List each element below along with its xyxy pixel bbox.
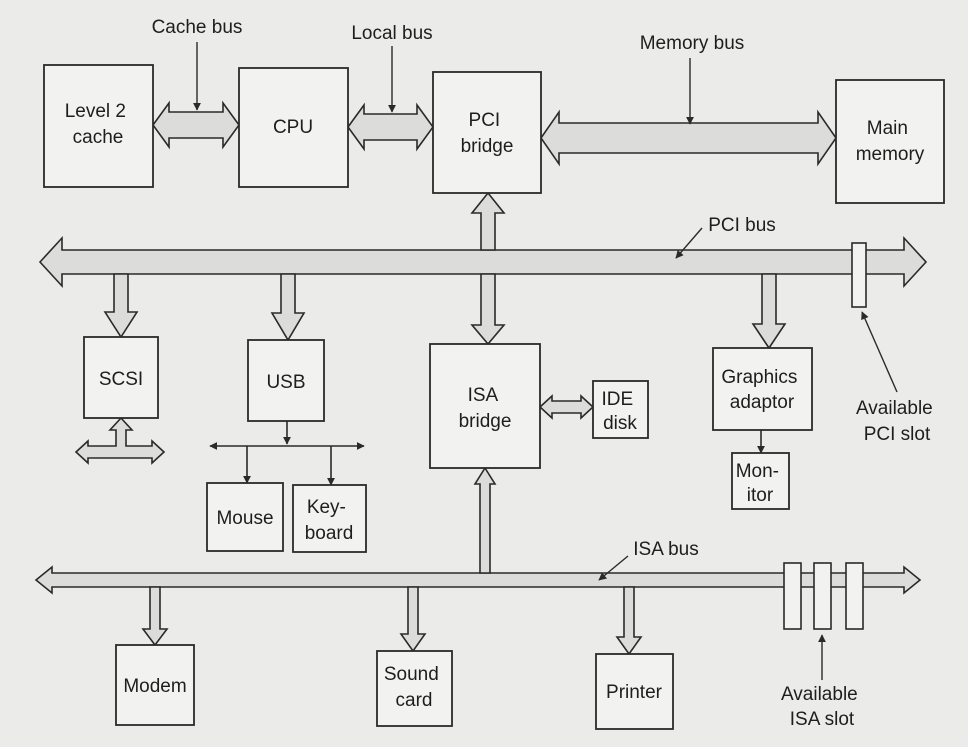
sound-card-label: Sound card bbox=[384, 664, 444, 711]
local-bus-label: Local bus bbox=[351, 23, 432, 44]
pci-bus-label: PCI bus bbox=[708, 215, 776, 236]
monitor-label: Mon- itor bbox=[736, 461, 785, 506]
main-memory-label: Main memory bbox=[856, 118, 925, 165]
modem-label-line1: Modem bbox=[123, 676, 186, 697]
available-isa-slot-label-line1: Available bbox=[781, 684, 858, 705]
graphics-adaptor-label-line1: Graphics bbox=[721, 367, 797, 388]
isa-slot-2 bbox=[813, 562, 832, 630]
scsi-label-line1: SCSI bbox=[99, 369, 143, 390]
isa-slot-1 bbox=[783, 562, 802, 630]
usb-box bbox=[247, 339, 325, 422]
isa-bridge-label-line1: ISA bbox=[468, 385, 499, 406]
memory-bus-label: Memory bus bbox=[640, 33, 745, 54]
isa-bus-pointer bbox=[598, 555, 629, 581]
ide-disk-label-line1: IDE bbox=[602, 389, 634, 410]
cpu-box bbox=[238, 67, 349, 188]
sound-card-box bbox=[376, 650, 453, 727]
monitor-label-line1: Mon- bbox=[736, 461, 779, 482]
keyboard-box bbox=[292, 484, 367, 553]
graphics-adaptor-label-line2: adaptor bbox=[730, 392, 795, 413]
pci-slot-pointer bbox=[861, 311, 898, 393]
cpu-label: CPU bbox=[273, 117, 313, 138]
local-bus-arrow bbox=[347, 102, 434, 152]
graphics-adaptor-label: Graphics adaptor bbox=[721, 367, 802, 413]
printer-box bbox=[595, 653, 674, 730]
available-pci-slot-label: Available PCI slot bbox=[856, 398, 938, 445]
sound-card-label-line1: Sound bbox=[384, 664, 439, 685]
ide-disk-label: IDE disk bbox=[602, 389, 639, 434]
keyboard-label-line2: board bbox=[305, 523, 354, 544]
pci-bridge-box bbox=[432, 71, 542, 194]
soundcard-drop bbox=[399, 586, 427, 653]
isa-bus-label: ISA bus bbox=[633, 539, 699, 560]
pci-bridge-label-line1: PCI bbox=[469, 110, 501, 131]
pci-slot bbox=[851, 242, 867, 308]
cache-bus-arrow bbox=[152, 100, 240, 150]
printer-label-line1: Printer bbox=[606, 682, 663, 703]
ide-disk-box bbox=[592, 380, 649, 439]
pci-bridge-label-line2: bridge bbox=[461, 136, 514, 157]
usb-drop bbox=[270, 273, 306, 342]
printer-drop bbox=[615, 586, 643, 656]
mouse-box bbox=[206, 482, 284, 552]
isa-bus-arrow bbox=[34, 565, 922, 595]
modem-box bbox=[115, 644, 195, 726]
mouse-label: Mouse bbox=[216, 508, 273, 529]
available-isa-slot-label-line2: ISA slot bbox=[790, 709, 855, 730]
cache-bus-label: Cache bus bbox=[152, 17, 243, 38]
isa-bridge-label-line2: bridge bbox=[459, 411, 512, 432]
level2-cache-label: Level 2 cache bbox=[65, 101, 132, 148]
main-memory-label-line2: memory bbox=[856, 144, 925, 165]
memory-bus-arrow bbox=[540, 109, 837, 167]
modem-drop bbox=[141, 586, 169, 647]
monitor-label-line2: itor bbox=[747, 485, 774, 506]
main-memory-label-line1: Main bbox=[867, 118, 908, 139]
graphics-adaptor-box bbox=[712, 347, 813, 431]
isa-bridge-link bbox=[470, 273, 506, 346]
usb-label-line1: USB bbox=[266, 372, 305, 393]
keyboard-label: Key- board bbox=[305, 497, 354, 544]
available-isa-slot-label: Available ISA slot bbox=[781, 684, 863, 730]
scsi-label: SCSI bbox=[99, 369, 143, 390]
scsi-external-bus bbox=[74, 416, 166, 465]
modem-label: Modem bbox=[123, 676, 186, 697]
pci-bridge-link bbox=[470, 191, 506, 251]
monitor-box bbox=[731, 452, 790, 510]
isa-slot-3 bbox=[845, 562, 864, 630]
usb-label: USB bbox=[266, 372, 305, 393]
printer-label: Printer bbox=[606, 682, 663, 703]
main-memory-box bbox=[835, 79, 945, 204]
pci-bus-arrow bbox=[38, 235, 928, 289]
available-pci-slot-label-line1: Available bbox=[856, 398, 933, 419]
ide-disk-label-line2: disk bbox=[603, 413, 637, 434]
available-pci-slot-label-line2: PCI slot bbox=[864, 424, 931, 445]
cpu-label-line1: CPU bbox=[273, 117, 313, 138]
isa-bridge-box bbox=[429, 343, 541, 469]
keyboard-label-line1: Key- bbox=[307, 497, 346, 518]
mouse-label-line1: Mouse bbox=[216, 508, 273, 529]
ide-link bbox=[538, 394, 595, 420]
level2-cache-label-line1: Level 2 bbox=[65, 101, 126, 122]
isa-bridge-label: ISA bridge bbox=[459, 385, 512, 432]
level2-cache-label-line2: cache bbox=[73, 127, 124, 148]
level2-cache-box bbox=[43, 64, 154, 188]
sound-card-label-line2: card bbox=[396, 690, 433, 711]
scsi-box bbox=[83, 336, 159, 419]
isa-bridge-to-isa-bus bbox=[473, 466, 497, 574]
scsi-drop bbox=[103, 273, 139, 339]
graphics-drop bbox=[751, 273, 787, 350]
pci-bus-pointer bbox=[675, 227, 703, 259]
pci-bridge-label: PCI bridge bbox=[461, 110, 514, 157]
